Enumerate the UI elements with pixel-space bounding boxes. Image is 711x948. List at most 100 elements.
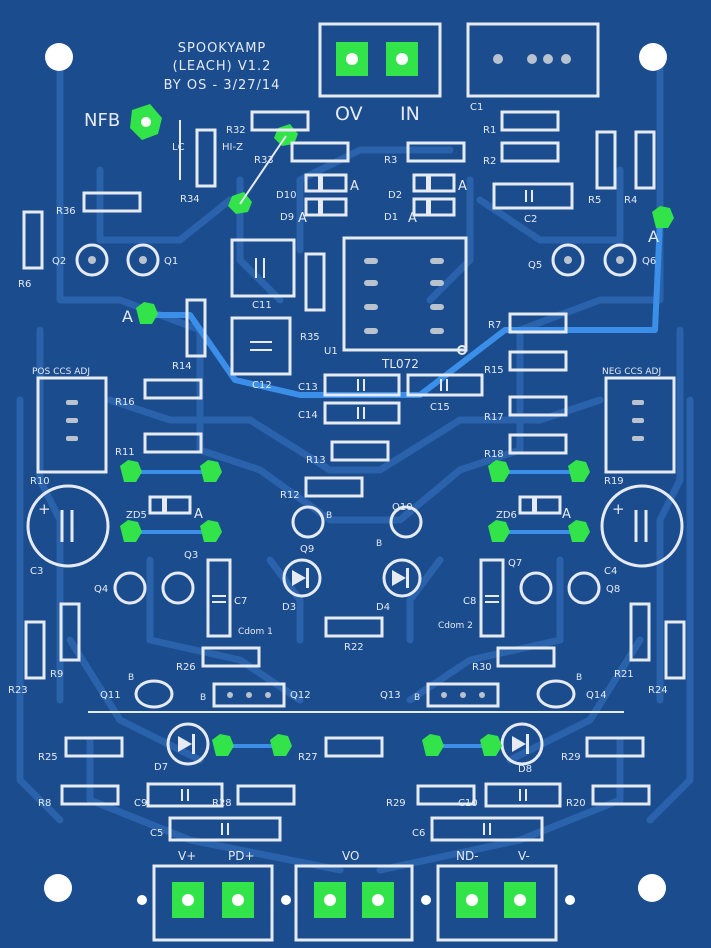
- svg-text:R10: R10: [30, 476, 50, 487]
- svg-text:Q12: Q12: [290, 690, 311, 701]
- svg-text:R24: R24: [648, 685, 668, 696]
- svg-text:R12: R12: [280, 490, 300, 501]
- led-symbols: [166, 558, 544, 766]
- svg-text:C13: C13: [298, 382, 318, 393]
- q13-footprint: [426, 682, 500, 708]
- copper-traces: [16, 56, 694, 874]
- u1-socket: [342, 236, 468, 352]
- svg-text:Q1: Q1: [164, 256, 178, 267]
- svg-text:Q6: Q6: [642, 256, 656, 267]
- svg-text:A: A: [194, 507, 203, 522]
- svg-text:D10: D10: [276, 190, 296, 201]
- svg-text:R25: R25: [38, 752, 58, 763]
- output-connectors: [152, 864, 558, 942]
- svg-text:R33: R33: [254, 155, 274, 166]
- svg-text:R13: R13: [306, 455, 326, 466]
- link-pads: [120, 206, 674, 756]
- transistor-bodies: [75, 243, 637, 709]
- c3-electrolytic: [26, 484, 110, 568]
- title-line-1: SPOOKYAMP: [178, 41, 267, 56]
- svg-text:C6: C6: [412, 828, 425, 839]
- svg-text:R4: R4: [624, 195, 637, 206]
- capacitor-footprints: [146, 182, 574, 842]
- pdplus-label: PD+: [228, 849, 255, 863]
- input-connector: [318, 22, 442, 98]
- neg-ccs-trimmer: [604, 376, 676, 474]
- svg-text:D3: D3: [282, 602, 296, 613]
- svg-text:B: B: [376, 539, 382, 549]
- ndminus-label: ND-: [456, 849, 479, 863]
- svg-text:C12: C12: [252, 380, 272, 391]
- pos-ccs-label: POS CCS ADJ: [32, 367, 90, 377]
- svg-text:Q11: Q11: [100, 690, 121, 701]
- svg-text:A: A: [562, 507, 571, 522]
- svg-text:R9: R9: [50, 669, 63, 680]
- vo-label: VO: [342, 849, 359, 863]
- svg-text:R6: R6: [18, 279, 31, 290]
- svg-text:Q2: Q2: [52, 256, 66, 267]
- a-right-label: A: [648, 227, 659, 246]
- title-line-2: (LEACH) V1.2: [173, 59, 272, 74]
- in-label: IN: [400, 103, 420, 125]
- svg-text:Q8: Q8: [606, 584, 620, 595]
- c4-electrolytic: [600, 484, 684, 568]
- diode-labels: D10 D9 D2 D1 ZD5 ZD6 D3 D4 D7 D8: [126, 190, 532, 775]
- svg-text:R34: R34: [180, 194, 200, 205]
- cdom2-label: Cdom 2: [438, 621, 473, 631]
- svg-text:A: A: [408, 211, 417, 226]
- svg-text:R3: R3: [384, 155, 397, 166]
- svg-text:D4: D4: [376, 602, 390, 613]
- svg-text:R35: R35: [300, 332, 320, 343]
- mounting-holes: [44, 43, 667, 902]
- svg-text:R32: R32: [226, 125, 246, 136]
- svg-text:R29: R29: [386, 798, 406, 809]
- resistor-labels: R32 R33 R34 R3 R1 R2 R5 R4 R36 R6 R35 R1…: [8, 125, 668, 809]
- svg-text:C15: C15: [430, 402, 450, 413]
- svg-text:R15: R15: [484, 365, 504, 376]
- svg-text:A: A: [458, 179, 467, 194]
- lc-label: LC: [172, 142, 185, 153]
- svg-text:R1: R1: [483, 125, 496, 136]
- cdom1-label: Cdom 1: [238, 627, 273, 637]
- svg-text:Q14: Q14: [586, 690, 607, 701]
- svg-text:B: B: [200, 693, 206, 703]
- svg-text:B: B: [576, 673, 582, 683]
- svg-text:Q13: Q13: [380, 690, 401, 701]
- c1-footprint: [466, 22, 600, 98]
- svg-text:R23: R23: [8, 685, 28, 696]
- svg-text:R17: R17: [484, 412, 504, 423]
- svg-text:R30: R30: [472, 662, 492, 673]
- svg-text:Q5: Q5: [528, 260, 542, 271]
- svg-text:B: B: [128, 673, 134, 683]
- neg-ccs-label: NEG CCS ADJ: [602, 367, 661, 377]
- svg-text:C3: C3: [30, 566, 43, 577]
- diode-bodies: [148, 173, 562, 515]
- svg-text:C4: C4: [604, 566, 617, 577]
- svg-text:D8: D8: [518, 764, 532, 775]
- svg-text:+: +: [38, 500, 51, 518]
- svg-text:R7: R7: [488, 320, 501, 331]
- anode-marks: A A A A A A: [194, 179, 571, 522]
- svg-text:R22: R22: [344, 642, 364, 653]
- svg-text:ZD6: ZD6: [496, 510, 517, 521]
- svg-text:A: A: [350, 179, 359, 194]
- svg-text:R27: R27: [298, 752, 318, 763]
- svg-text:Q10: Q10: [392, 502, 413, 513]
- svg-text:C14: C14: [298, 410, 318, 421]
- svg-text:C8: C8: [463, 596, 476, 607]
- svg-text:R2: R2: [483, 156, 496, 167]
- c1-label: C1: [470, 102, 483, 113]
- title-line-3: BY OS - 3/27/14: [164, 78, 281, 93]
- svg-text:R14: R14: [172, 361, 192, 372]
- svg-text:C9: C9: [134, 798, 147, 809]
- svg-text:C5: C5: [150, 828, 163, 839]
- resistor-bodies: [22, 110, 686, 806]
- a-left-label: A: [122, 307, 133, 326]
- tl072-label: TL072: [381, 357, 419, 371]
- nfb-label: NFB: [84, 110, 120, 131]
- svg-text:R36: R36: [56, 206, 76, 217]
- svg-text:ZD5: ZD5: [126, 510, 147, 521]
- svg-text:+: +: [612, 500, 625, 518]
- transistor-labels: Q2 Q1 Q5 Q6 Q4 Q3 Q7 Q8 Q9 Q10 Q11 Q12 Q…: [52, 256, 656, 701]
